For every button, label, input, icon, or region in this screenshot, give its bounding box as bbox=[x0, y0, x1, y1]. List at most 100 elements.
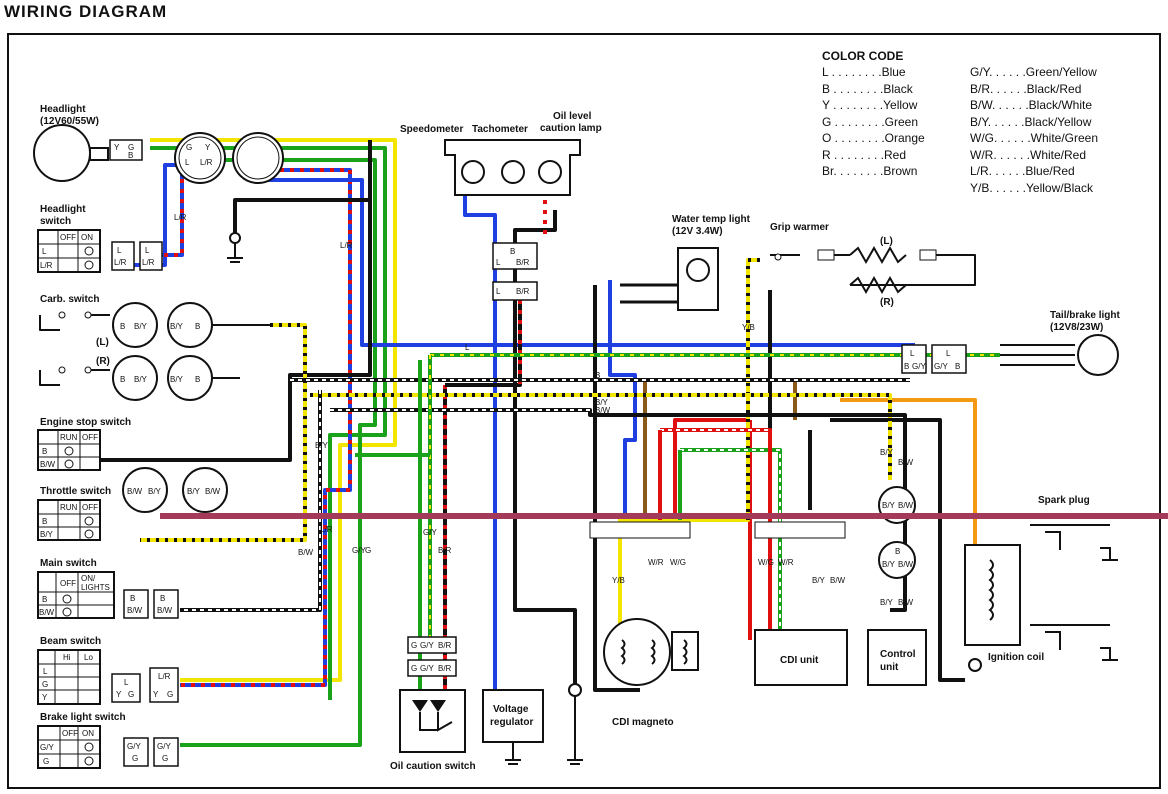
spark-plug: Spark plug bbox=[1030, 495, 1118, 661]
headlight: Headlight (12V60/55W) Y G B bbox=[33, 104, 143, 182]
svg-text:G: G bbox=[411, 664, 417, 673]
svg-text:B: B bbox=[895, 547, 900, 556]
svg-text:(R): (R) bbox=[96, 356, 110, 367]
wire-green-1 bbox=[150, 146, 387, 700]
svg-text:ON/: ON/ bbox=[81, 574, 96, 583]
resistor-l-icon bbox=[849, 245, 907, 265]
svg-text:ON: ON bbox=[82, 729, 94, 738]
legend-by: B/Y. . . . . .Black/Yellow bbox=[970, 115, 1092, 129]
svg-text:G: G bbox=[365, 546, 371, 555]
svg-text:CDI magneto: CDI magneto bbox=[612, 717, 674, 728]
svg-text:G/Y: G/Y bbox=[420, 641, 434, 650]
svg-text:W/G: W/G bbox=[670, 558, 686, 567]
svg-text:B/W: B/W bbox=[127, 606, 143, 615]
svg-text:OFF: OFF bbox=[60, 233, 76, 242]
svg-text:B/Y: B/Y bbox=[315, 441, 329, 450]
svg-text:Ignition coil: Ignition coil bbox=[988, 652, 1044, 663]
svg-text:Y: Y bbox=[116, 690, 122, 699]
legend-o: O . . . . . . . .Orange bbox=[822, 131, 925, 145]
legend-y: Y . . . . . . . .Yellow bbox=[822, 98, 918, 112]
wires bbox=[39, 138, 1075, 747]
svg-text:G: G bbox=[132, 754, 138, 763]
oil-lamp-bulb-icon bbox=[538, 160, 562, 184]
svg-text:LIGHTS: LIGHTS bbox=[81, 583, 110, 592]
oil-level-label-1: Oil level bbox=[553, 111, 592, 122]
legend-br2: B/R. . . . . .Black/Red bbox=[970, 82, 1081, 96]
svg-text:G/Y: G/Y bbox=[40, 743, 54, 752]
svg-text:(L): (L) bbox=[880, 236, 893, 247]
svg-text:L: L bbox=[42, 247, 47, 256]
svg-text:Hi: Hi bbox=[63, 653, 71, 662]
headlight-connector bbox=[109, 139, 143, 161]
svg-text:G/Y: G/Y bbox=[420, 664, 434, 673]
oil-caution-switch: G G/Y B/R G G/Y B/R Oil caution switch bbox=[390, 636, 476, 772]
svg-text:L/R: L/R bbox=[40, 261, 53, 270]
svg-text:Lo: Lo bbox=[84, 653, 93, 662]
svg-text:(L): (L) bbox=[96, 337, 109, 348]
svg-text:B/Y: B/Y bbox=[40, 530, 54, 539]
svg-text:regulator: regulator bbox=[490, 717, 533, 728]
wire-red-cdi bbox=[673, 418, 750, 515]
svg-text:G: G bbox=[42, 680, 48, 689]
svg-text:B: B bbox=[42, 447, 47, 456]
wire-black-regulator bbox=[513, 210, 577, 690]
main-connector-left: G Y L L/R bbox=[174, 132, 226, 184]
svg-text:Beam switch: Beam switch bbox=[40, 636, 101, 647]
svg-text:Y: Y bbox=[153, 690, 159, 699]
svg-text:Headlight: Headlight bbox=[40, 204, 86, 215]
svg-text:Grip warmer: Grip warmer bbox=[770, 222, 829, 233]
cdi-magneto: CDI magneto bbox=[603, 618, 699, 728]
svg-text:B/W: B/W bbox=[898, 458, 914, 467]
meter-cluster: Speedometer Tachometer Oil level caution… bbox=[400, 111, 602, 301]
svg-text:L: L bbox=[185, 158, 190, 167]
svg-text:B/W: B/W bbox=[595, 406, 611, 415]
legend-g: G . . . . . . . .Green bbox=[822, 115, 918, 129]
svg-text:Control: Control bbox=[880, 649, 916, 660]
svg-text:unit: unit bbox=[880, 662, 899, 673]
color-code-heading: COLOR CODE bbox=[822, 49, 903, 63]
svg-text:(12V8/23W): (12V8/23W) bbox=[1050, 322, 1103, 333]
svg-text:B/Y: B/Y bbox=[595, 398, 609, 407]
svg-text:L: L bbox=[145, 246, 150, 255]
svg-text:Y/B: Y/B bbox=[612, 576, 625, 585]
svg-text:L/R: L/R bbox=[142, 258, 155, 267]
main-connector-right bbox=[232, 132, 284, 184]
cdi-unit: CDI unit bbox=[754, 629, 848, 686]
ground-terminal-icon bbox=[568, 683, 582, 697]
svg-text:G/Y: G/Y bbox=[352, 546, 366, 555]
svg-text:B/W: B/W bbox=[830, 576, 846, 585]
svg-text:L: L bbox=[465, 343, 470, 352]
svg-text:L: L bbox=[496, 287, 501, 296]
svg-text:W/R: W/R bbox=[648, 558, 664, 567]
svg-text:Y: Y bbox=[114, 143, 120, 152]
svg-text:B/Y: B/Y bbox=[170, 322, 184, 331]
svg-text:B/W: B/W bbox=[127, 487, 143, 496]
svg-text:Carb. switch: Carb. switch bbox=[40, 294, 99, 305]
svg-text:Throttle switch: Throttle switch bbox=[40, 486, 111, 497]
wire-green-brake bbox=[180, 158, 377, 747]
svg-text:L/R: L/R bbox=[320, 525, 333, 534]
wire-blue-tail bbox=[260, 178, 915, 347]
legend-r: R . . . . . . . .Red bbox=[822, 148, 906, 162]
svg-text:B: B bbox=[120, 322, 125, 331]
main-switch: Main switch OFF ON/ LIGHTS B B/W BB/W BB… bbox=[37, 558, 179, 619]
svg-text:B/Y: B/Y bbox=[812, 576, 826, 585]
svg-text:OFF: OFF bbox=[82, 503, 98, 512]
svg-text:G/Y: G/Y bbox=[157, 742, 171, 751]
water-temp-light: Water temp light (12V 3.4W) bbox=[672, 214, 751, 311]
svg-text:Spark plug: Spark plug bbox=[1038, 495, 1090, 506]
color-code-legend: COLOR CODE L . . . . . . . .Blue B . . .… bbox=[822, 49, 1098, 195]
svg-text:G: G bbox=[128, 143, 134, 152]
svg-text:B/R: B/R bbox=[516, 258, 530, 267]
svg-text:B: B bbox=[42, 517, 47, 526]
wire-yellow-beam bbox=[150, 138, 397, 682]
svg-text:B: B bbox=[120, 375, 125, 384]
coil-winding-icon bbox=[988, 559, 994, 621]
svg-text:G: G bbox=[186, 143, 192, 152]
legend-lr: L/R. . . . . .Blue/Red bbox=[970, 164, 1075, 178]
svg-text:G: G bbox=[411, 641, 417, 650]
wire-yb-grip bbox=[618, 258, 760, 680]
legend-l: L . . . . . . . .Blue bbox=[822, 65, 906, 79]
